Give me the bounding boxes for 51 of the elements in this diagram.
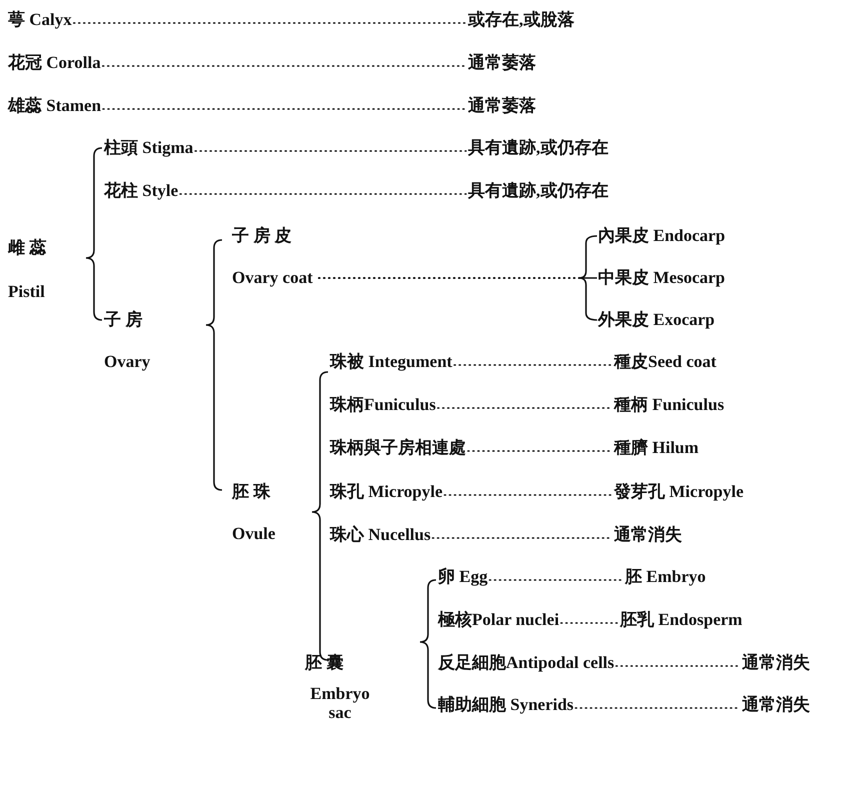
fate-label: 種柄 Funiculus: [614, 394, 724, 416]
structure-label: 反足細胞Antipodal cells: [438, 652, 614, 674]
leader-line: [194, 150, 467, 152]
structure-label: 花柱 Style: [104, 180, 178, 202]
fate-label: 或存在,或脫落: [468, 9, 574, 31]
structure-label: Pistil: [8, 281, 46, 303]
fate-label: 具有遺跡,或仍存在: [468, 180, 608, 202]
structure-label: 極核Polar nuclei: [438, 609, 560, 631]
structure-label: 子 房 皮: [232, 225, 292, 247]
leader-line: [560, 622, 619, 624]
structure-label: Ovary coat: [232, 267, 313, 289]
structure-label: 柱頭 Stigma: [104, 137, 194, 159]
structure-label: 雄蕊 Stamen: [8, 95, 102, 117]
fate-label: 胚乳 Endosperm: [620, 609, 742, 631]
structure-label: 輔助細胞 Synerids: [438, 694, 574, 716]
fate-label: 中果皮 Mesocarp: [598, 267, 726, 289]
leader-line: [444, 494, 613, 496]
structure-label: 萼 Calyx: [8, 9, 72, 31]
structure-label: Ovule: [232, 523, 276, 545]
structure-label: 卵 Egg: [438, 566, 488, 588]
fate-label: 外果皮 Exocarp: [598, 309, 715, 331]
fate-label: 種臍 Hilum: [614, 437, 699, 459]
structure-label: 子 房: [104, 309, 144, 331]
leader-line: [102, 65, 467, 67]
fate-label: 通常消失: [614, 524, 682, 546]
fate-label: 通常萎落: [468, 52, 536, 74]
leader-line: [179, 193, 467, 195]
structure-label: 胚 珠: [232, 481, 272, 503]
structure-label: 珠心 Nucellus: [330, 524, 431, 546]
fate-label: 通常萎落: [468, 95, 536, 117]
structure-label: 雌 蕊: [8, 237, 46, 259]
leader-line: [488, 579, 624, 581]
fate-label: 具有遺跡,或仍存在: [468, 137, 608, 159]
leader-line: [72, 22, 467, 24]
structure-label: 胚 囊: [305, 652, 344, 674]
structure-label: 珠柄Funiculus: [330, 394, 436, 416]
leader-line: [454, 364, 613, 366]
structure-label: 花冠 Corolla: [8, 52, 101, 74]
fate-label: 內果皮 Endocarp: [598, 225, 726, 247]
fate-label: 發芽孔 Micropyle: [614, 481, 744, 503]
fate-label: 種皮Seed coat: [614, 351, 716, 373]
structure-label: Embryo sac: [309, 684, 371, 722]
fate-label: 通常消失: [742, 652, 810, 674]
structure-label: 珠柄與子房相連處: [330, 437, 466, 459]
leader-line: [615, 665, 741, 667]
structure-label: 珠孔 Micropyle: [330, 481, 443, 503]
structure-label: Ovary: [104, 351, 150, 373]
leader-line: [102, 108, 467, 110]
fate-label: 通常消失: [742, 694, 810, 716]
structure-label: 珠被 Integument: [330, 351, 452, 373]
fate-label: 胚 Embryo: [625, 566, 706, 588]
